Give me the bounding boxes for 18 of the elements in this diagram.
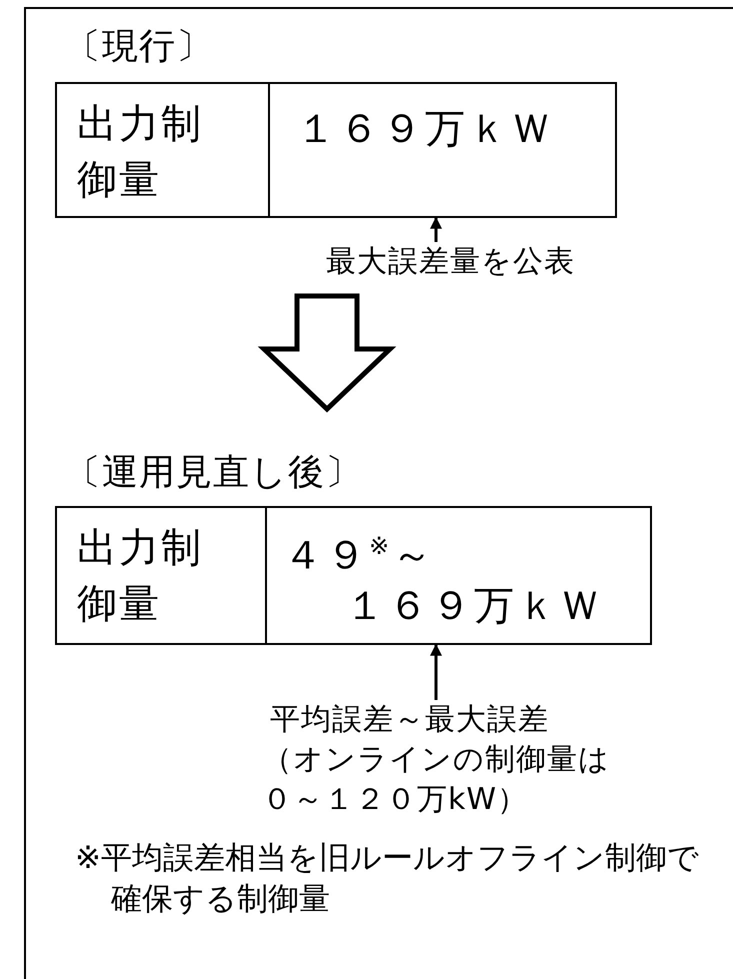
footnote-text: ※平均誤差相当を旧ルールオフライン制御で確保する制御量 [75,839,700,919]
annotation-text: （オンラインの制御量は０～１２０万kW） [262,741,611,819]
leader-arrow [430,644,442,700]
cell-text: １６９万ｋＷ [296,105,554,154]
table-cell [55,82,270,218]
table-cell [268,82,617,218]
cell-text: 出力制御量 [77,100,204,205]
annotation-text: 最大誤差量を公表 [326,243,575,281]
leader-arrow [430,216,442,242]
block-arrow [258,294,396,412]
cell-text: 出力制御量 [77,524,204,629]
annotation-text: 平均誤差～最大誤差 [270,701,549,739]
section-heading: 〔運用見直し後〕 [65,451,362,495]
table-cell [55,506,267,645]
cell-text: １６９万ｋＷ [345,582,603,631]
table-cell [265,506,652,645]
section-heading: 〔現行〕 [65,25,213,69]
cell-text: ４９$^{※}$～ [283,531,436,580]
